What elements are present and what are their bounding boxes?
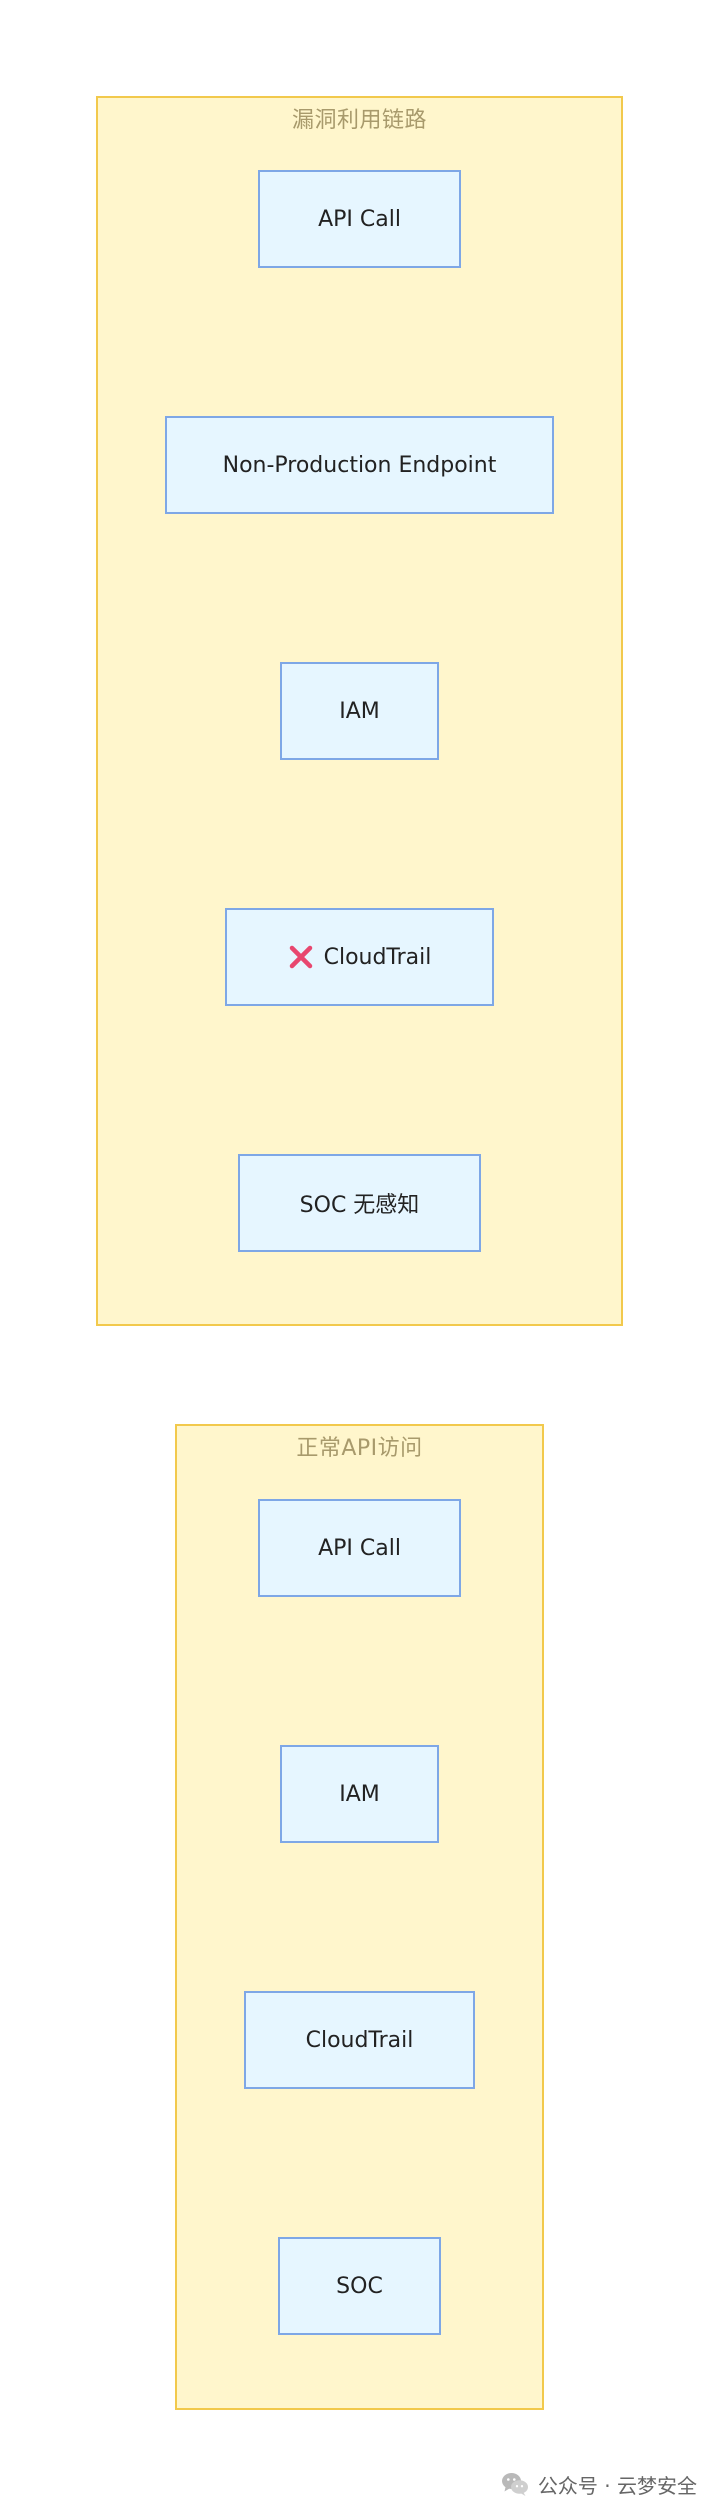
x-icon [289, 945, 312, 969]
node-soc-unaware[interactable]: SOC 无感知 [238, 1154, 481, 1252]
node-api-call[interactable]: API Call [258, 1499, 461, 1597]
footer-watermark: 公众号 · 云梦安全 [500, 2462, 697, 2506]
node-label: CloudTrail [305, 2027, 414, 2053]
node-label: API Call [318, 206, 401, 232]
node-cloudtrail[interactable]: CloudTrail [225, 908, 494, 1006]
node-api-call[interactable]: API Call [258, 170, 461, 268]
node-cloudtrail[interactable]: CloudTrail [244, 1991, 475, 2089]
node-soc[interactable]: SOC [278, 2237, 441, 2335]
footer-text: 公众号 · 云梦安全 [537, 2473, 697, 2498]
node-label: SOC [336, 2273, 383, 2299]
node-label: API Call [318, 1535, 401, 1561]
node-label: IAM [339, 698, 380, 724]
node-iam[interactable]: IAM [280, 1745, 439, 1843]
node-iam[interactable]: IAM [280, 662, 439, 760]
node-label: SOC 无感知 [299, 1193, 420, 1218]
cluster-title: 漏洞利用链路 [291, 108, 427, 133]
cluster-title: 正常API访问 [296, 1436, 423, 1461]
node-label: IAM [339, 1781, 380, 1807]
node-label: Non-Production Endpoint [222, 452, 497, 478]
node-non-production-endpoint[interactable]: Non-Production Endpoint [165, 416, 554, 514]
node-label: CloudTrail [323, 944, 432, 970]
wechat-icon [501, 2473, 528, 2496]
